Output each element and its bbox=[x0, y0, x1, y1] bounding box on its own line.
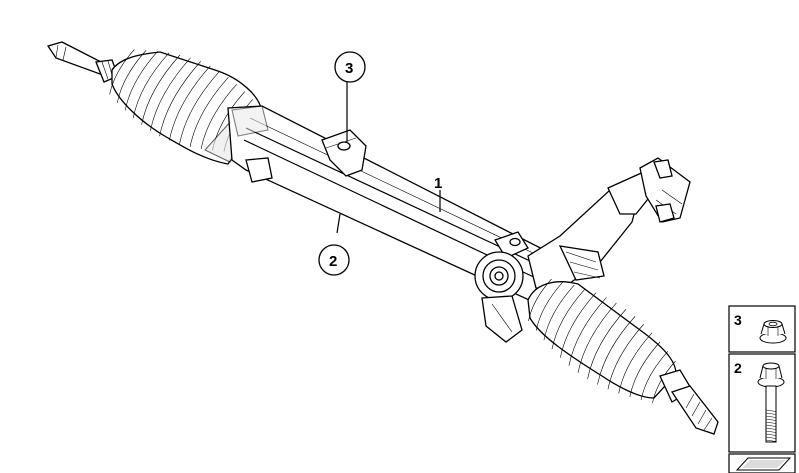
legend-2-label: 2 bbox=[734, 360, 742, 376]
bellows-fold bbox=[559, 292, 597, 358]
bolt-icon bbox=[757, 362, 785, 443]
legend-panel: 3 2 bbox=[728, 305, 796, 473]
left-tie-rod bbox=[46, 41, 119, 83]
bolt-thread bbox=[765, 424, 777, 427]
arrow-icon bbox=[735, 457, 792, 471]
bellows-fold bbox=[117, 50, 147, 103]
callout-1-label: 1 bbox=[434, 175, 442, 192]
bolt-thread bbox=[765, 436, 777, 439]
bolt-thread bbox=[765, 415, 777, 418]
bellows-fold bbox=[109, 49, 135, 95]
bellows-fold bbox=[577, 302, 617, 373]
bellows-fold bbox=[535, 281, 564, 331]
bellows-fold bbox=[528, 278, 552, 322]
bellows-fold bbox=[640, 351, 669, 401]
nut-icon bbox=[759, 320, 787, 344]
bolt-thread bbox=[765, 409, 777, 412]
bolt-thread bbox=[765, 412, 777, 415]
bellows-fold bbox=[629, 341, 661, 397]
right-tie-rod bbox=[659, 369, 719, 435]
bellows-fold bbox=[652, 360, 676, 404]
callout-3: 3 bbox=[334, 51, 366, 142]
lower-bracket bbox=[481, 295, 523, 343]
bellows-fold bbox=[141, 54, 181, 125]
bellows-fold bbox=[159, 61, 201, 137]
mount-bracket-left bbox=[321, 129, 367, 177]
bellows-fold bbox=[189, 77, 229, 148]
bellows-fold bbox=[179, 70, 220, 145]
right-bellows-boot bbox=[527, 278, 677, 404]
bellows-fold bbox=[124, 51, 158, 111]
bolt-thread bbox=[765, 418, 777, 421]
callout-2-label: 2 bbox=[329, 253, 337, 270]
legend-3-label: 3 bbox=[734, 312, 742, 328]
bellows-fold bbox=[132, 52, 170, 118]
callout-2: 2 bbox=[318, 213, 350, 276]
bellows-fold bbox=[597, 316, 636, 385]
bellows-fold bbox=[607, 324, 644, 390]
bolt-thread bbox=[765, 433, 777, 436]
bolt-thread bbox=[765, 427, 777, 430]
bolt-thread bbox=[765, 430, 777, 433]
mount-bracket-center bbox=[494, 231, 529, 259]
callout-3-label: 3 bbox=[345, 60, 353, 77]
bellows-fold bbox=[618, 332, 653, 394]
bellows-fold bbox=[551, 288, 586, 350]
bellows-fold bbox=[587, 309, 627, 380]
callout-1: 1 bbox=[434, 175, 442, 212]
bellows-fold bbox=[568, 297, 607, 366]
bellows-fold bbox=[168, 65, 211, 141]
pinion-bushing bbox=[474, 251, 524, 301]
bellows-fold bbox=[150, 57, 191, 131]
bolt-thread bbox=[765, 439, 777, 442]
valve-housing bbox=[527, 157, 691, 291]
bellows-fold bbox=[200, 83, 237, 150]
bolt-thread bbox=[765, 421, 777, 424]
left-bellows-boot bbox=[109, 49, 263, 165]
bellows-fold bbox=[543, 284, 575, 341]
